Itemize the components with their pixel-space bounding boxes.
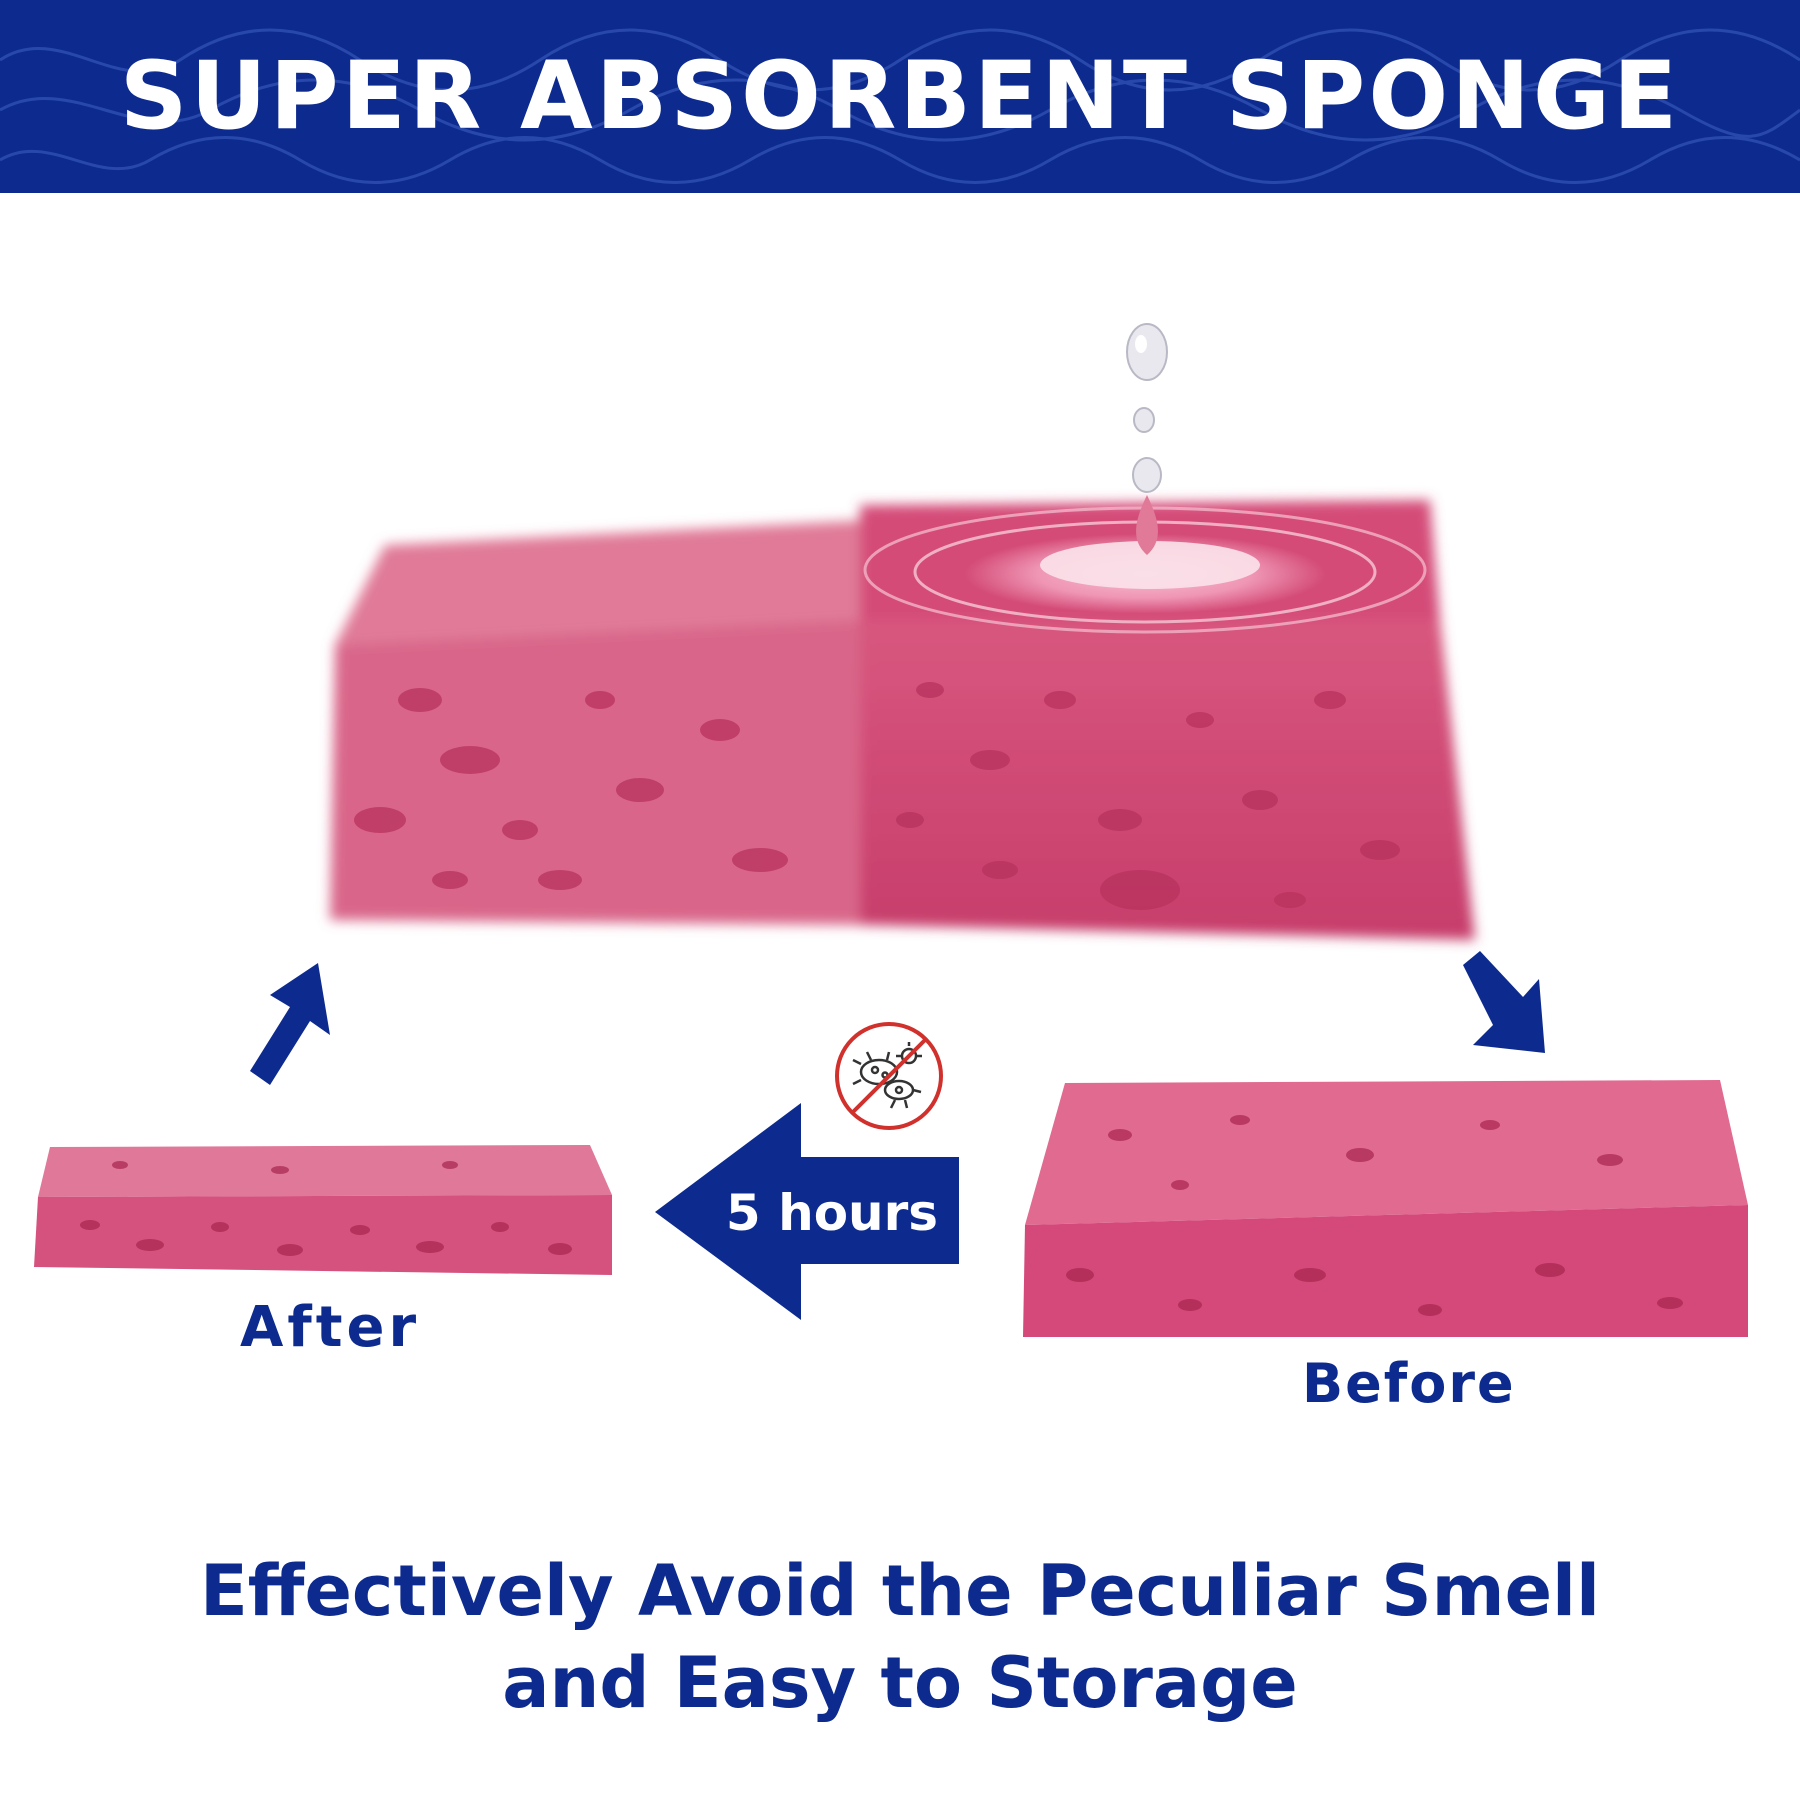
banner-title: SUPER ABSORBENT SPONGE — [119, 42, 1681, 151]
before-sponge-image — [1023, 1080, 1748, 1337]
before-label: Before — [1302, 1352, 1516, 1415]
footer-line-1: Effectively Avoid the Peculiar Smell — [199, 1550, 1601, 1632]
footer-tagline: Effectively Avoid the Peculiar Smell and… — [0, 1545, 1800, 1729]
water-drop-icon — [1126, 323, 1168, 555]
header-banner: SUPER ABSORBENT SPONGE — [0, 0, 1800, 193]
footer-line-2: and Easy to Storage — [502, 1642, 1298, 1724]
arrow-left-icon — [655, 1103, 959, 1320]
water-ripple — [863, 506, 1427, 634]
main-sponge-illustration — [330, 323, 1475, 940]
arrow-down-right-icon — [1463, 951, 1545, 1053]
wave-pattern-decoration — [0, 28, 1800, 184]
no-bacteria-icon — [835, 1022, 943, 1130]
duration-label: 5 hours — [725, 1184, 939, 1242]
arrow-up-right-icon — [250, 963, 330, 1085]
after-label: After — [240, 1295, 421, 1360]
after-sponge-image — [34, 1145, 612, 1275]
